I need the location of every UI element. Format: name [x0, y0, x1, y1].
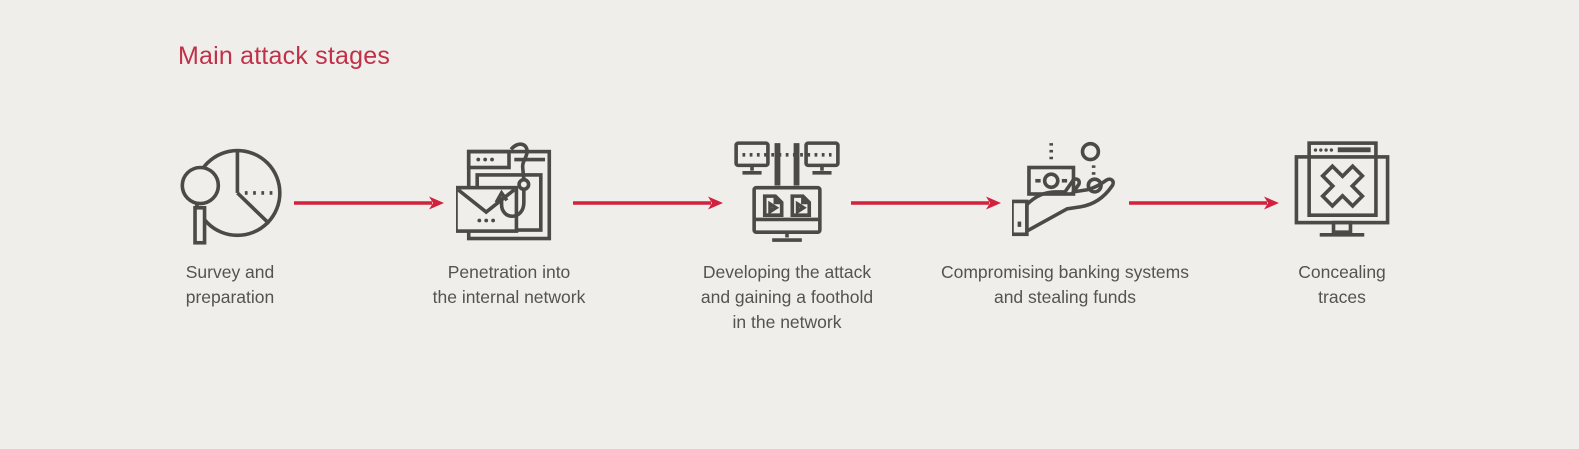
flow-arrow-icon: [1128, 195, 1280, 211]
magnifier-pie-chart-icon: [175, 138, 285, 250]
stage-compromising-banking: Compromising banking systems and stealin…: [915, 138, 1215, 310]
flow-arrow-icon: [293, 195, 445, 211]
network-computers-documents-icon: [732, 138, 842, 250]
flow-arrow-icon: [572, 195, 724, 211]
phishing-email-hook-icon: [454, 138, 564, 250]
flow-arrow-icon: [850, 195, 1002, 211]
stage-concealing-traces: Concealing traces: [1192, 138, 1492, 310]
monitor-cross-icon: [1287, 138, 1397, 250]
stage-label: Penetration into the internal network: [432, 262, 586, 307]
hand-receiving-money-icon: [1010, 138, 1120, 250]
stage-label: Survey and preparation: [185, 262, 275, 307]
stage-survey-preparation: Survey and preparation: [80, 138, 380, 310]
page-title: Main attack stages: [178, 42, 391, 70]
stage-label: Developing the attack and gaining a foot…: [700, 262, 874, 332]
stage-label: Concealing traces: [1298, 262, 1386, 307]
stage-developing-attack: Developing the attack and gaining a foot…: [637, 138, 937, 335]
stage-label: Compromising banking systems and stealin…: [940, 262, 1189, 307]
stage-penetration: Penetration into the internal network: [359, 138, 659, 310]
